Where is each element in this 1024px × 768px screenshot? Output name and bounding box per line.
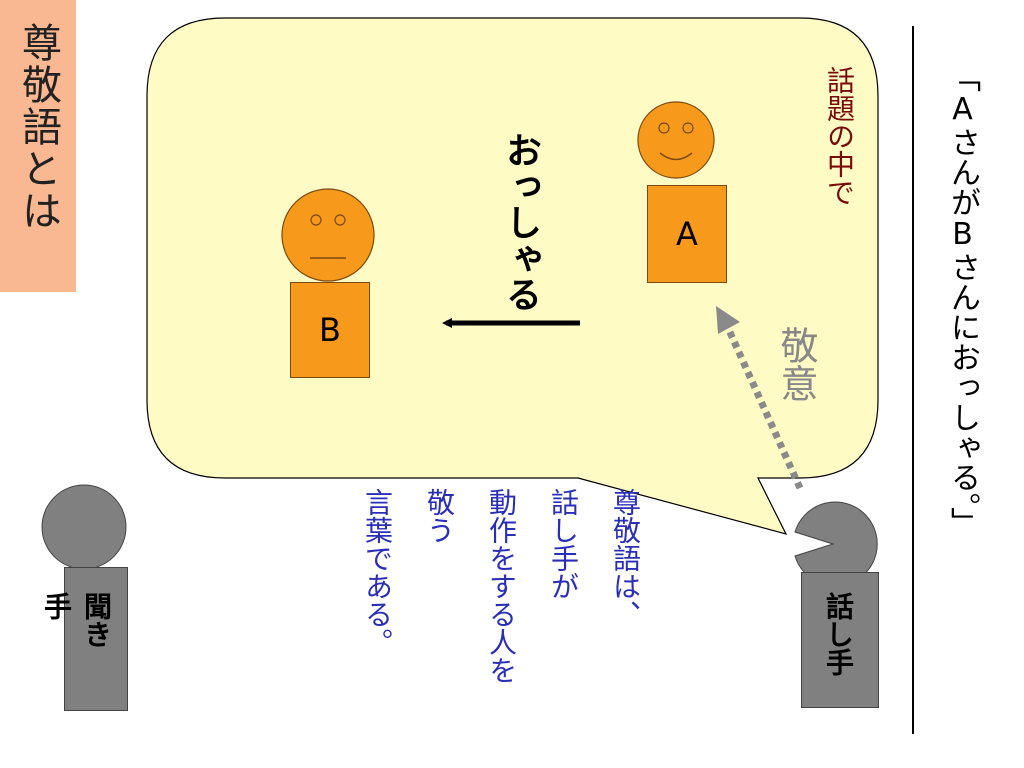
person-b-head [281, 188, 375, 282]
title-box: 尊敬語とは [0, 0, 76, 292]
description-line: 話し手が [547, 488, 580, 600]
description: 尊敬語は、 話し手が 動作をする人を 敬う 言葉である。 [346, 488, 656, 768]
topic-label: 話題の中で [823, 66, 856, 206]
person-b-body: B [290, 282, 370, 378]
respect-arrow-head [716, 306, 740, 334]
person-a-smile [659, 152, 693, 161]
respect-label: 敬意 [774, 326, 818, 402]
description-line: 言葉である。 [361, 488, 394, 656]
person-a-body: A [647, 185, 727, 283]
person-a-eye-left [658, 122, 670, 134]
description-line: 動作をする人を [485, 488, 518, 684]
page-title: 尊敬語とは [15, 22, 61, 232]
respect-arrow [724, 326, 804, 490]
person-a-eye-right [682, 122, 694, 134]
person-a-label: A [676, 215, 698, 253]
person-a-head [637, 101, 715, 179]
person-b-label: B [319, 311, 341, 349]
listener-body [64, 567, 128, 711]
verb-label: おっしゃる [500, 132, 541, 312]
listener-label: 聞き手 [40, 592, 113, 648]
person-b-eye-left [310, 214, 322, 226]
divider-line [912, 26, 914, 734]
speaker-body [801, 572, 879, 708]
example-quote: 「AさんがBさんにおっしゃる。」 [945, 62, 980, 537]
description-line: 尊敬語は、 [609, 488, 642, 628]
speaker-label: 話し手 [822, 592, 855, 676]
person-b-eye-right [334, 214, 346, 226]
description-line: 敬う [423, 488, 456, 544]
listener-head [41, 484, 127, 570]
